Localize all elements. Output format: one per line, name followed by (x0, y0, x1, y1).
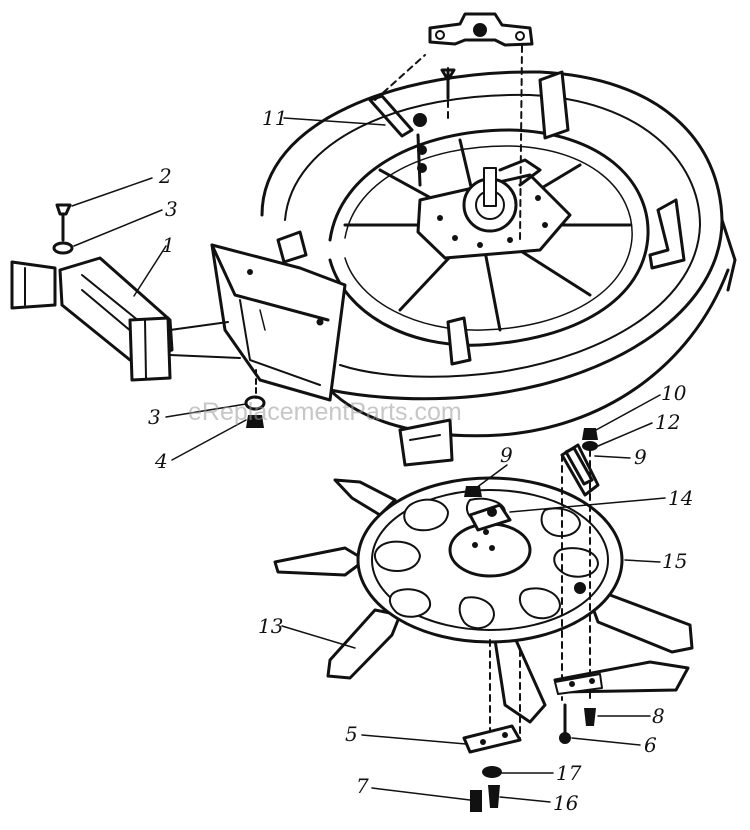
callout-11: 11 (262, 106, 287, 130)
rim-brackets (276, 70, 686, 366)
fasteners-bottom (462, 673, 603, 812)
watermark: eReplacementParts.com (188, 398, 462, 426)
callout-9-center: 9 (500, 443, 513, 467)
discharge-chute (210, 243, 347, 402)
callout-1: 1 (162, 233, 175, 257)
top-bracket (428, 12, 534, 241)
callout-10: 10 (661, 381, 687, 405)
callout-17: 17 (556, 761, 582, 785)
callout-13: 13 (258, 614, 283, 638)
callout-6: 6 (644, 733, 657, 757)
callout-4: 4 (154, 449, 168, 473)
fasteners-left (52, 203, 266, 428)
callout-3-bottom: 3 (148, 405, 161, 429)
blade-assembly (273, 428, 694, 741)
callout-15: 15 (662, 549, 687, 573)
callout-7: 7 (356, 774, 369, 798)
callout-12: 12 (655, 410, 680, 434)
callout-16: 16 (553, 791, 579, 815)
callout-14: 14 (668, 486, 693, 510)
housing-deck (260, 70, 737, 467)
callout-5: 5 (345, 722, 358, 746)
callout-2: 2 (158, 164, 172, 188)
leader-lines (71, 117, 666, 803)
callout-labels: 2 3 1 3 4 11 10 12 9 9 14 15 13 5 6 8 7 … (148, 106, 693, 815)
callout-8: 8 (652, 704, 665, 728)
fasteners-top (368, 54, 456, 187)
callout-9-right: 9 (634, 445, 647, 469)
callout-3-top: 3 (165, 197, 178, 221)
deflector-bracket (10, 256, 241, 382)
